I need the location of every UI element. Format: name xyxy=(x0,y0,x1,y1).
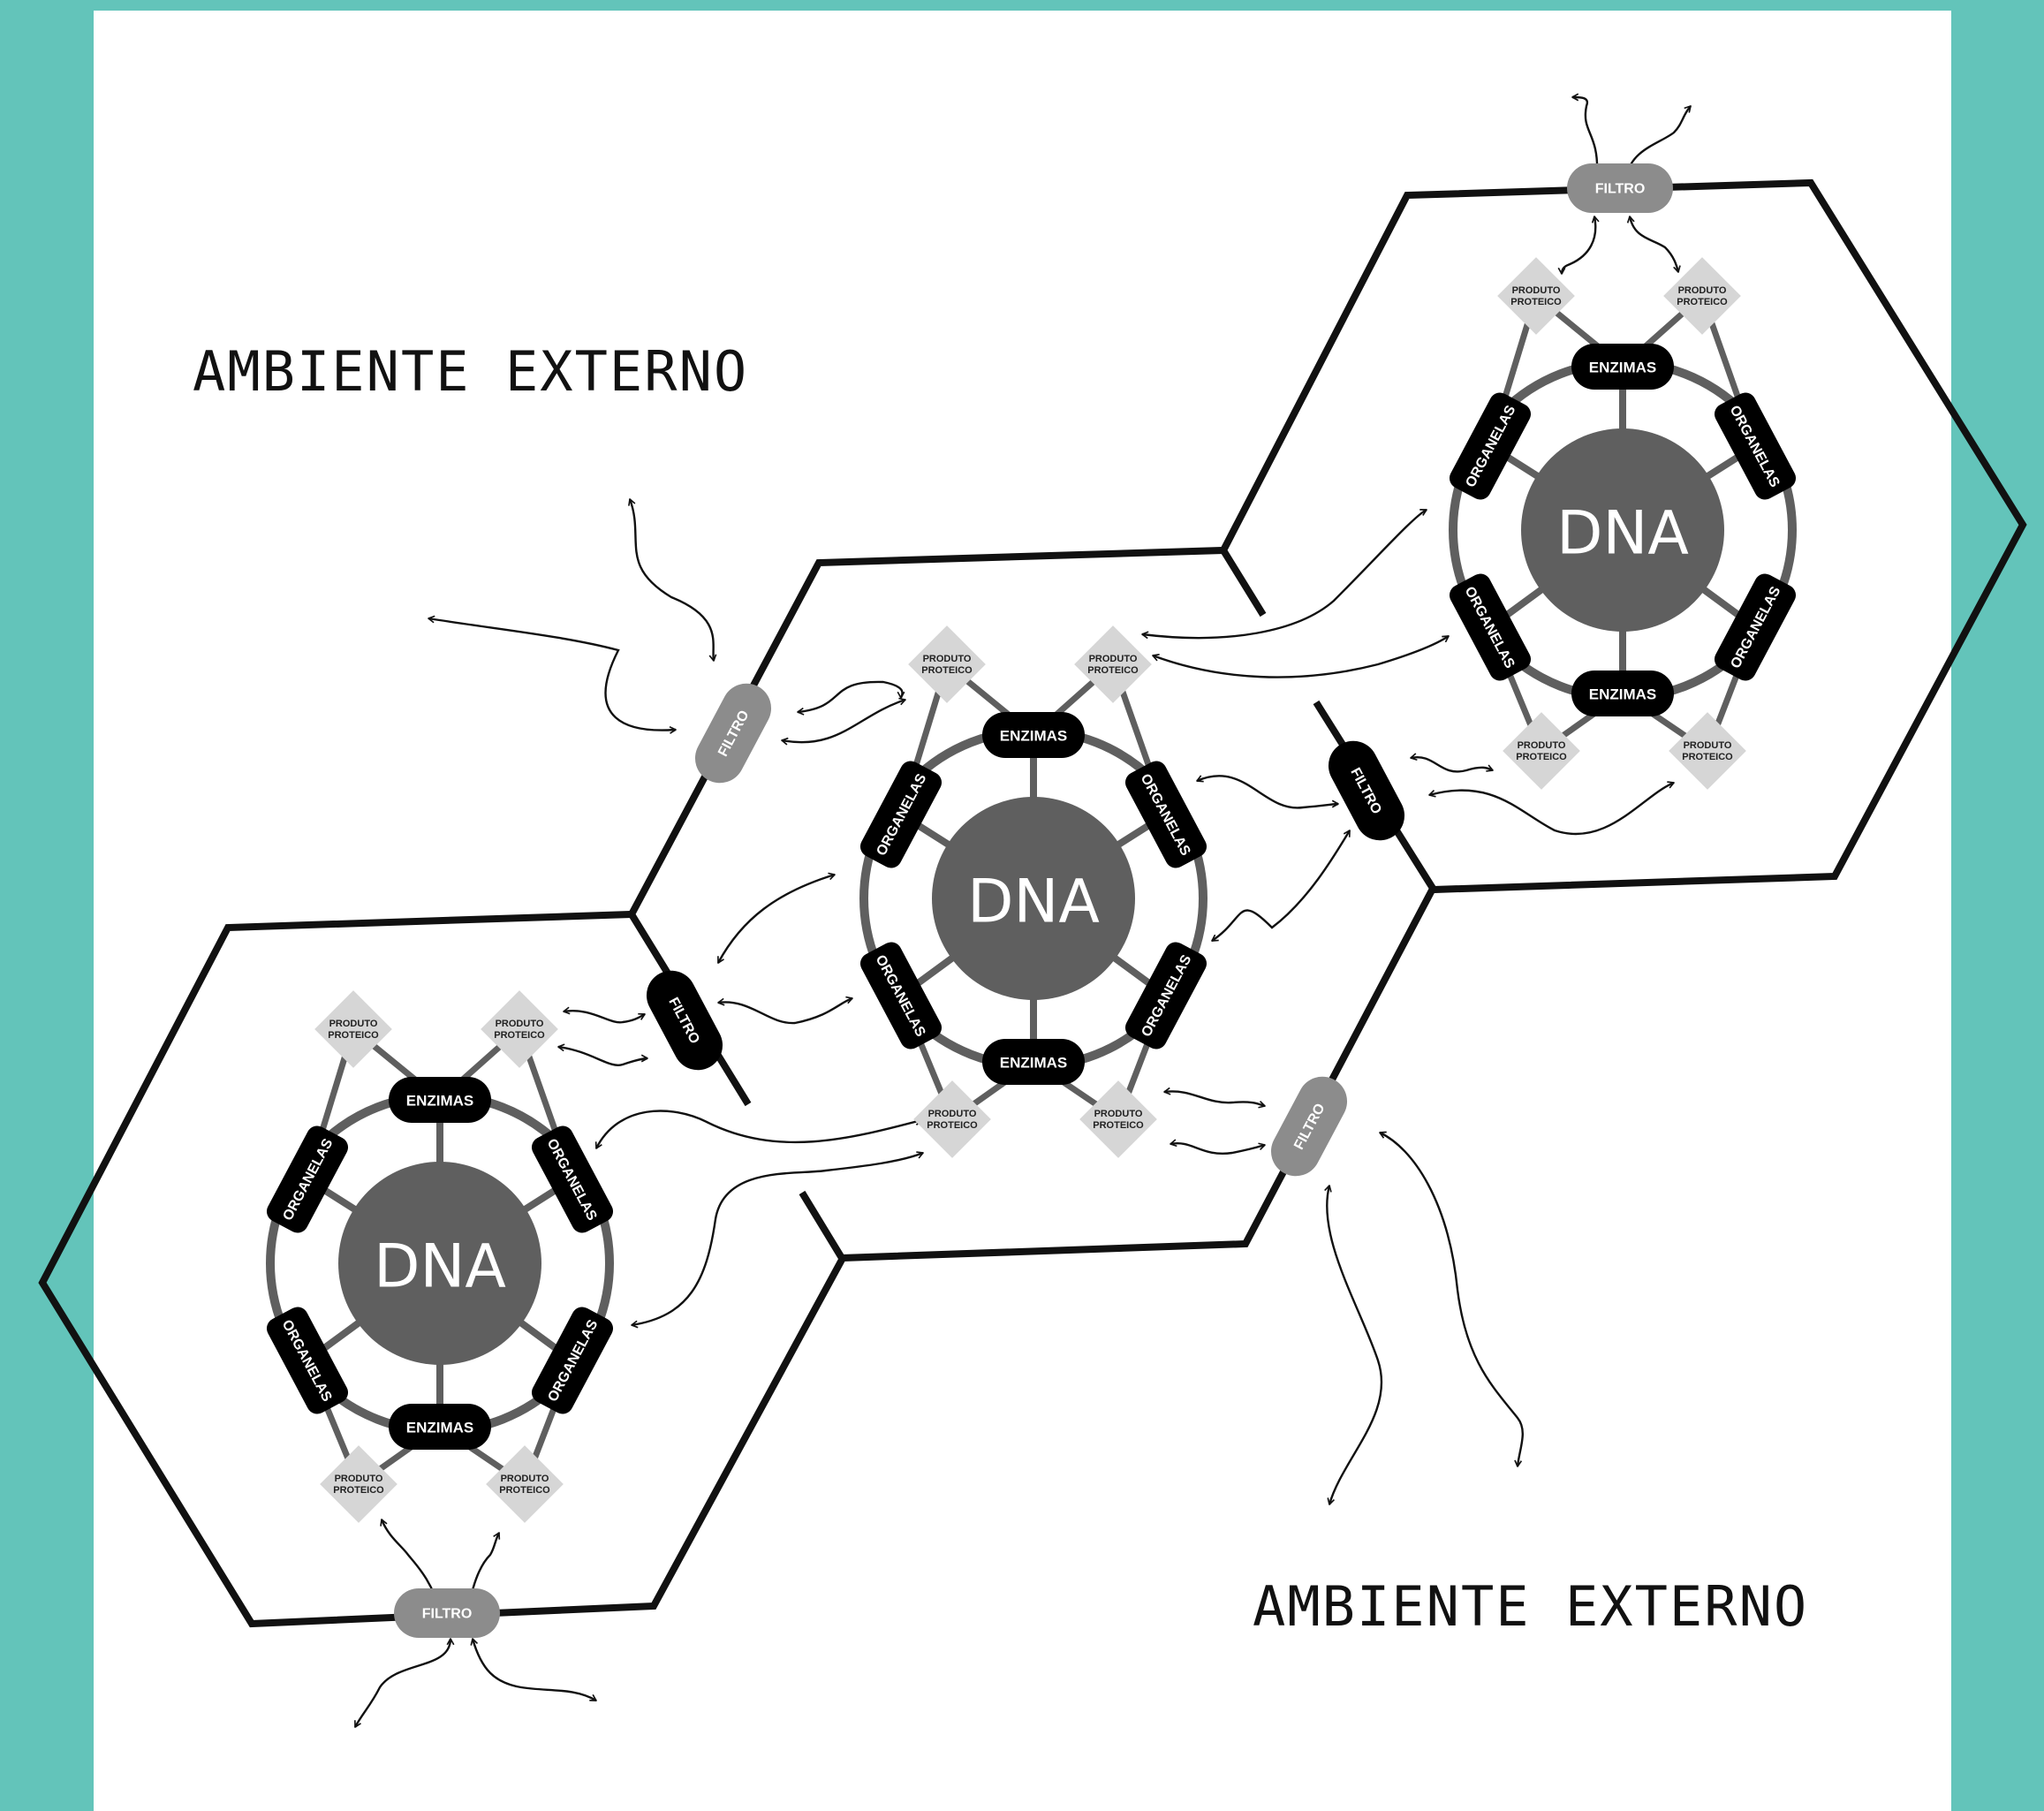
protein-label-line2: PROTEICO xyxy=(1516,752,1567,762)
protein-label-line2: PROTEICO xyxy=(1510,297,1562,307)
nucleus-label: DNA xyxy=(374,1232,506,1302)
enzyme-node: ENZIMAS xyxy=(982,1039,1085,1085)
enzyme-label: ENZIMAS xyxy=(1589,360,1657,376)
protein-label-line2: PROTEICO xyxy=(927,1120,978,1131)
protein-label-line2: PROTEICO xyxy=(494,1030,545,1041)
filter-channel: FILTRO xyxy=(1328,740,1405,841)
environment-label-bottom: AMBIENTE EXTERNO xyxy=(1253,1574,1808,1639)
enzyme-node: ENZIMAS xyxy=(1571,671,1674,716)
filter-channel: FILTRO xyxy=(646,970,723,1071)
nucleus-label: DNA xyxy=(1556,499,1689,569)
protein-label-line1: PRODUTO xyxy=(1089,654,1138,664)
enzyme-node: ENZIMAS xyxy=(1571,344,1674,390)
enzyme-label: ENZIMAS xyxy=(1000,728,1068,745)
transport-arrows xyxy=(353,93,1692,1728)
filter-label: FILTRO xyxy=(422,1607,473,1622)
arrow xyxy=(1626,216,1681,273)
arrow xyxy=(1170,1139,1266,1155)
environment-label-top: AMBIENTE EXTERNO xyxy=(193,339,748,404)
arrow xyxy=(557,1043,648,1066)
protein-label-line1: PRODUTO xyxy=(1678,285,1727,296)
arrow xyxy=(1624,105,1692,178)
arrow xyxy=(1571,93,1601,175)
nucleus xyxy=(338,1162,541,1365)
nucleus-label: DNA xyxy=(967,868,1100,937)
protein-label-line1: PRODUTO xyxy=(1512,285,1561,296)
membrane-right xyxy=(1220,178,2027,894)
protein-label-line1: PRODUTO xyxy=(501,1474,549,1484)
protein-label-line1: PRODUTO xyxy=(928,1109,977,1119)
arrow xyxy=(628,498,717,662)
arrow xyxy=(1152,635,1450,678)
arrow xyxy=(563,1006,646,1024)
protein-label-line1: PRODUTO xyxy=(496,1019,544,1029)
arrow xyxy=(717,996,853,1025)
protein-label-line1: PRODUTO xyxy=(923,654,972,664)
protein-label-line1: PRODUTO xyxy=(1518,740,1566,751)
protein-label-line1: PRODUTO xyxy=(1094,1109,1143,1119)
arrow xyxy=(470,1638,597,1702)
arrow xyxy=(781,697,906,746)
arrow xyxy=(1428,781,1675,836)
protein-label-line1: PRODUTO xyxy=(1684,740,1732,751)
enzyme-node: ENZIMAS xyxy=(389,1404,491,1450)
arrow xyxy=(1410,753,1494,773)
filter-label: FILTRO xyxy=(1595,182,1646,197)
enzyme-node: ENZIMAS xyxy=(389,1077,491,1123)
arrow xyxy=(1196,775,1339,809)
arrow xyxy=(1163,1087,1266,1109)
arrow xyxy=(428,615,677,734)
nucleus xyxy=(932,797,1135,1000)
filters-layer: FILTRO FILTRO FILTRO FILTRO FILTRO FILTRO xyxy=(394,163,1673,1638)
protein-label-line2: PROTEICO xyxy=(921,665,973,676)
arrow xyxy=(353,1638,455,1728)
protein-label-line2: PROTEICO xyxy=(499,1485,550,1496)
arrow xyxy=(631,1151,924,1329)
enzyme-node: ENZIMAS xyxy=(982,712,1085,758)
filter-channel: FILTRO xyxy=(1270,1076,1348,1177)
enzyme-label: ENZIMAS xyxy=(1589,686,1657,703)
protein-label-line2: PROTEICO xyxy=(328,1030,379,1041)
protein-label-line2: PROTEICO xyxy=(1682,752,1733,762)
organelle-node: ORGANELAS xyxy=(1714,573,1797,681)
protein-label-line1: PRODUTO xyxy=(329,1019,378,1029)
protein-label-line2: PROTEICO xyxy=(1677,297,1728,307)
filter-channel: FILTRO xyxy=(1567,163,1673,213)
protein-label-line2: PROTEICO xyxy=(333,1485,384,1496)
enzyme-label: ENZIMAS xyxy=(1000,1055,1068,1072)
filter-channel: FILTRO xyxy=(694,683,772,784)
filter-channel: FILTRO xyxy=(394,1588,500,1638)
enzyme-label: ENZIMAS xyxy=(406,1093,474,1110)
protein-label-line2: PROTEICO xyxy=(1093,1120,1144,1131)
arrow xyxy=(1211,830,1351,943)
protein-label-line2: PROTEICO xyxy=(1087,665,1139,676)
arrow xyxy=(1557,216,1600,275)
nucleus xyxy=(1521,428,1724,632)
arrow xyxy=(594,1110,922,1149)
arrow xyxy=(1324,1185,1383,1505)
protein-label-line1: PRODUTO xyxy=(335,1474,383,1484)
arrow xyxy=(1379,1131,1524,1467)
arrow xyxy=(716,872,836,964)
enzyme-label: ENZIMAS xyxy=(406,1420,474,1436)
